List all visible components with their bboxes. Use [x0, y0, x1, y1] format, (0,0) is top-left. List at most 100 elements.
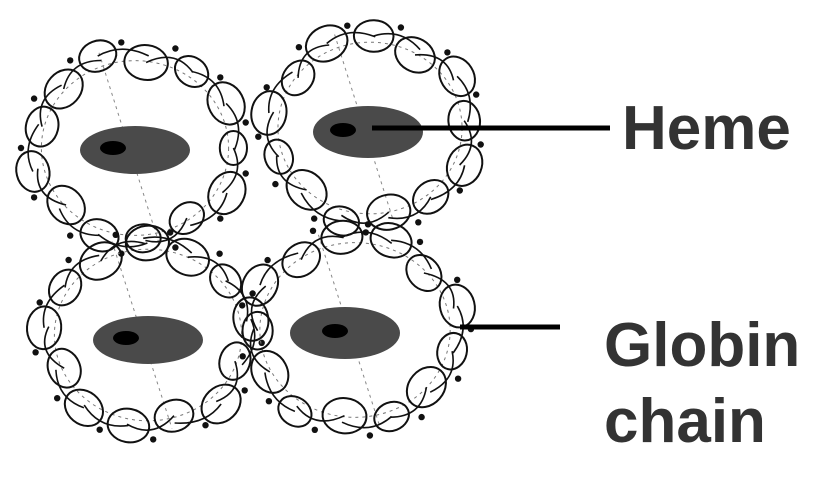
residue-dot [249, 290, 256, 297]
residue-dot [454, 375, 462, 382]
chain-backbone [391, 239, 433, 270]
chain-backbone [221, 147, 239, 194]
helix-loop [124, 224, 170, 262]
helix-loop [63, 388, 104, 428]
heme-iron [322, 324, 348, 338]
helix-loop [321, 397, 368, 435]
residue-dot [344, 22, 351, 29]
residue-dot [36, 299, 43, 306]
residue-dot [239, 353, 246, 360]
chain-backbone [241, 318, 256, 366]
chain-backbone [225, 280, 249, 322]
helix-loop [241, 310, 274, 351]
residue-dot [54, 395, 61, 402]
helix-loop [240, 263, 280, 307]
helix-loop [250, 349, 290, 394]
chain-backbone [58, 208, 100, 237]
chain-backbone [126, 415, 175, 431]
residue-dot [258, 339, 265, 346]
chain-backbone [341, 415, 393, 429]
helix-loop [153, 398, 195, 433]
residue-dot [32, 349, 39, 356]
chain-backbone [42, 284, 65, 328]
globin-label-line1: Globin [604, 311, 801, 380]
helix-loop [412, 178, 450, 215]
residue-dot [263, 84, 270, 91]
chain-backbone [64, 254, 100, 288]
helix-loop [280, 59, 316, 97]
chain-backbone [187, 256, 230, 282]
chain-backbone [275, 155, 307, 191]
residue-dot [311, 215, 318, 222]
globin-subunit [239, 219, 476, 439]
residue-dot [242, 170, 249, 177]
chain-backbone [249, 328, 271, 373]
residue-dot [418, 413, 425, 421]
residue-dot [272, 180, 279, 188]
chain-backbone [145, 56, 194, 73]
chain-backbone [341, 231, 393, 245]
chain-backbone [296, 405, 345, 422]
subunit-guide [259, 242, 451, 418]
helix-loop [24, 105, 60, 148]
helix-loop [436, 331, 469, 371]
helix-loop [123, 44, 169, 81]
chain-backbone [390, 386, 428, 418]
heme-group [93, 316, 203, 364]
helix-loop [46, 347, 82, 389]
residue-dot [311, 426, 318, 433]
residue-dot [477, 141, 484, 148]
chain-backbone [143, 236, 193, 254]
residue-dot [202, 422, 209, 429]
chain-backbone [97, 48, 150, 57]
residue-dot [112, 231, 119, 238]
chain-backbone [36, 168, 67, 206]
chain-backbone [39, 84, 62, 127]
chain-backbone [297, 44, 330, 78]
helix-loop [200, 383, 242, 425]
chain-backbone [423, 272, 455, 309]
residue-dot [255, 133, 262, 140]
chain-backbone [300, 192, 342, 222]
chain-backbone [459, 120, 473, 166]
heme-iron [100, 141, 126, 155]
helix-loop [165, 237, 210, 277]
globin-subunit [25, 223, 270, 444]
residue-dot [416, 238, 424, 246]
chain-backbone [225, 102, 240, 150]
chain-backbone [97, 233, 148, 248]
residue-dot [454, 276, 461, 283]
helix-loop [405, 365, 447, 409]
chain-backbone [55, 369, 85, 409]
chain-backbone [414, 53, 455, 81]
heme-iron [113, 331, 139, 345]
chain-backbone [100, 240, 146, 262]
helix-loop [173, 55, 210, 88]
helix-loop [15, 150, 51, 193]
residue-dot [366, 432, 374, 439]
residue-dot [17, 144, 25, 152]
chain-backbone [326, 31, 376, 45]
helix-loop [47, 268, 83, 307]
residue-dot [30, 95, 38, 102]
helix-loop [209, 263, 243, 299]
residue-dot [364, 221, 372, 228]
subunits-group [15, 19, 484, 444]
residue-dot [242, 119, 249, 126]
residue-dot [264, 256, 271, 264]
chain-backbone [456, 75, 472, 123]
helix-loop [106, 407, 151, 444]
chain-backbone [191, 70, 225, 107]
globin-subunit [15, 39, 249, 262]
residue-dot [96, 426, 103, 433]
heme-iron [330, 123, 356, 137]
residue-dot [295, 44, 303, 51]
chain-backbone [250, 285, 267, 332]
residue-dot [67, 232, 74, 239]
subunit-guide [40, 60, 230, 236]
residue-dot [444, 49, 451, 56]
helix-loop [394, 36, 436, 74]
helix-loop [78, 241, 123, 281]
helix-loop [352, 19, 395, 53]
